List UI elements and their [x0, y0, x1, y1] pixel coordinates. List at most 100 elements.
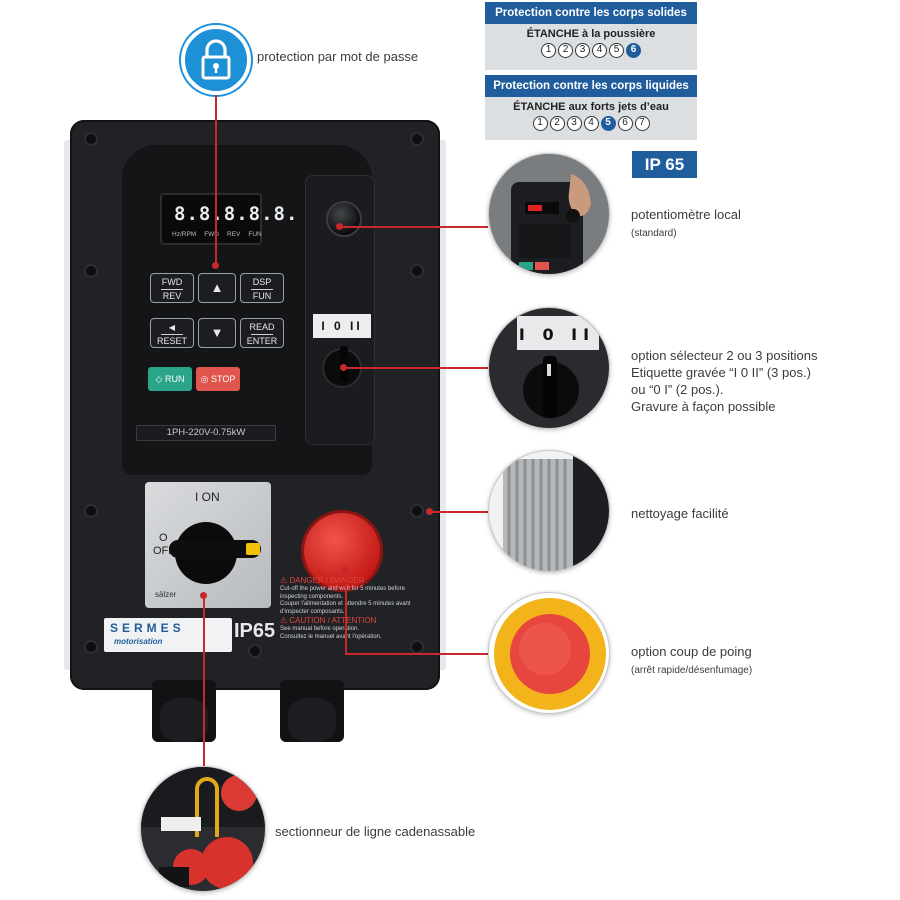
- stop-icon: ◎: [200, 374, 211, 384]
- ip-level-digit: 6: [626, 43, 641, 58]
- isolator-o: O: [159, 532, 168, 544]
- display-digits: 8.8.8.8.8.: [174, 203, 299, 225]
- ip-level-digit: 6: [617, 116, 633, 131]
- screw: [84, 132, 98, 146]
- screw: [410, 264, 424, 278]
- up-arrow-icon: ▲: [210, 280, 224, 295]
- isolator-lever-tip: [246, 543, 260, 555]
- cable-gland-right: [280, 680, 344, 742]
- brand-subtitle: motorisation: [114, 637, 163, 646]
- photo-emergency-stop: [488, 592, 610, 714]
- down-key[interactable]: ▼: [198, 318, 236, 348]
- selector-line-3: ou “0 I” (2 pos.).: [631, 382, 724, 397]
- screw: [84, 640, 98, 654]
- warn-line-6: Consultez le manuel avant l'opération.: [280, 633, 382, 640]
- read-label: READ: [249, 322, 275, 332]
- ip-level-digit: 7: [634, 116, 650, 131]
- ip-level-digit: 4: [592, 43, 607, 58]
- callout-line-estop-h: [345, 653, 488, 655]
- ip-level-digit: 2: [558, 43, 573, 58]
- callout-dot-estop: [342, 566, 349, 573]
- ip-solids-header: Protection contre les corps solides: [485, 2, 697, 24]
- callout-line-lockout: [203, 596, 205, 766]
- ip-level-digit: 3: [575, 43, 590, 58]
- callout-pot-label: potentiomètre local (standard): [631, 206, 741, 242]
- danger-text: DANGER / DANGER: [289, 576, 365, 585]
- svg-text:I 0 II: I 0 II: [519, 325, 595, 344]
- ip-level-digit: 2: [549, 116, 565, 131]
- danger-heading: ⚠ DANGER / DANGER: [280, 576, 365, 585]
- ip65-badge: IP 65: [632, 151, 697, 178]
- fun-label: FUN: [252, 291, 272, 301]
- potentiometer-knob[interactable]: [326, 201, 362, 237]
- screw: [84, 504, 98, 518]
- callout-dot-lockout: [200, 592, 207, 599]
- isolator-brand: sälzer: [155, 590, 177, 599]
- ip-liquids-panel: Protection contre les corps liquides ÉTA…: [485, 75, 697, 140]
- rev-label: REV: [162, 291, 182, 301]
- screw: [410, 640, 424, 654]
- brand-plate: SERMES motorisation: [104, 618, 232, 652]
- run-button[interactable]: ◇ RUN: [148, 367, 192, 391]
- fwd-label: FWD: [161, 277, 183, 287]
- photo-selector: I 0 II: [488, 307, 610, 429]
- isolator-switch-plate: I ON O OFF sälzer: [145, 482, 271, 608]
- read-enter-key[interactable]: READ ENTER: [240, 318, 284, 348]
- stop-button[interactable]: ◎ STOP: [196, 367, 240, 391]
- ip-level-digit: 1: [532, 116, 548, 131]
- callout-line-estop-v: [345, 570, 347, 654]
- option-panel: I 0 II: [305, 175, 375, 445]
- reset-label: RESET: [156, 336, 187, 346]
- callout-cleaning-label: nettoyage facilité: [631, 506, 729, 521]
- run-icon: ◇: [155, 374, 165, 384]
- selector-line-4: Gravure à façon possible: [631, 399, 776, 414]
- photo-potentiometer: [488, 153, 610, 275]
- brand-ip-rating: IP65: [234, 620, 276, 642]
- enter-label: ENTER: [246, 336, 278, 346]
- photo-lockout: [140, 766, 266, 892]
- ip-level-digit: 5: [600, 116, 616, 131]
- dsp-fun-key[interactable]: DSP FUN: [240, 273, 284, 303]
- ip-solids-title: ÉTANCHE à la poussière: [526, 28, 656, 40]
- brand-name: SERMES: [110, 621, 185, 635]
- callout-line-cleaning: [430, 511, 488, 513]
- callout-dot-pot: [336, 223, 343, 230]
- caution-heading: ⚠ CAUTION / ATTENTION: [280, 616, 377, 625]
- screw: [410, 504, 424, 518]
- up-key[interactable]: ▲: [198, 273, 236, 303]
- ip-liquids-header: Protection contre les corps liquides: [485, 75, 697, 97]
- ip-level-digit: 3: [566, 116, 582, 131]
- caution-text: CAUTION / ATTENTION: [289, 616, 377, 625]
- callout-line-pot: [340, 226, 488, 228]
- warn-line-5: See manual before operation.: [280, 626, 360, 632]
- display-indicator-label: FWD: [204, 231, 220, 238]
- selector-line-2: Etiquette gravée “I 0 II” (3 pos.): [631, 365, 811, 380]
- cable-gland-left: [152, 680, 216, 742]
- ip-level-digit: 4: [583, 116, 599, 131]
- run-label: RUN: [164, 374, 185, 384]
- fwd-rev-key[interactable]: FWD REV: [150, 273, 194, 303]
- dsp-label: DSP: [252, 277, 272, 287]
- callout-lockout-label: sectionneur de ligne cadenassable: [275, 824, 476, 839]
- lock-icon: [181, 25, 251, 95]
- callout-dot-password: [212, 262, 219, 269]
- display-indicator-label: REV: [227, 231, 241, 238]
- estop-title: option coup de poing: [631, 644, 752, 659]
- isolator-lever[interactable]: [169, 540, 261, 558]
- ip-solids-panel: Protection contre les corps solides ÉTAN…: [485, 2, 697, 70]
- photo-heatsink: [488, 450, 610, 572]
- callout-line-selector: [344, 367, 488, 369]
- emergency-stop-button[interactable]: [304, 513, 380, 589]
- reset-key[interactable]: ◀ RESET: [150, 318, 194, 348]
- callout-dot-cleaning: [426, 508, 433, 515]
- down-arrow-icon: ▼: [210, 325, 224, 340]
- ip-level-digit: 1: [541, 43, 556, 58]
- warn-line-2: Cut-off the power and wait for 5 minutes…: [280, 586, 405, 600]
- callout-line-password: [215, 95, 217, 267]
